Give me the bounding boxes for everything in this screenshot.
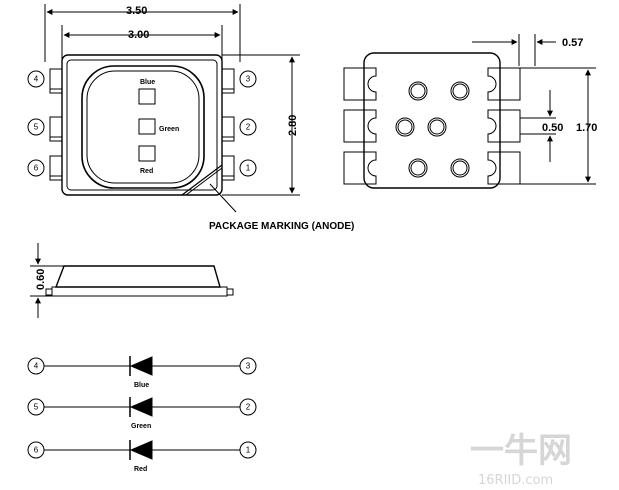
dim-pad-span: 1.70 — [576, 122, 597, 134]
side-view — [30, 243, 234, 318]
pin-label-2: 2 — [246, 123, 251, 132]
schematic-label-blue: Blue — [134, 382, 149, 389]
dim-pad-offset: 0.57 — [562, 37, 583, 49]
chip-label-green: Green — [159, 126, 179, 133]
schematic — [27, 356, 257, 460]
schematic-pin-1: 1 — [246, 446, 251, 455]
schematic-pin-5: 5 — [34, 403, 39, 412]
dim-pad-gap: 0.50 — [542, 122, 563, 134]
schematic-label-red: Red — [134, 466, 147, 473]
pin-label-3: 3 — [246, 75, 251, 84]
pin-label-4: 4 — [34, 75, 39, 84]
schematic-pin-6: 6 — [34, 446, 39, 455]
package-marking-callout: PACKAGE MARKING (ANODE) — [209, 221, 354, 232]
schematic-label-green: Green — [131, 423, 151, 430]
schematic-pin-3: 3 — [246, 362, 251, 371]
dim-thickness: 0.60 — [35, 269, 47, 290]
chip-label-blue: Blue — [140, 79, 155, 86]
pin-label-5: 5 — [34, 123, 39, 132]
dim-height: 2.80 — [287, 115, 299, 136]
watermark-logo: 一牛网 — [470, 431, 572, 471]
schematic-pin-2: 2 — [246, 403, 251, 412]
dim-inner-width: 3.00 — [128, 29, 149, 41]
pin-label-1: 1 — [246, 164, 251, 173]
chip-label-red: Red — [140, 168, 153, 175]
schematic-pin-4: 4 — [34, 362, 39, 371]
dim-outer-width: 3.50 — [126, 5, 147, 17]
top-view — [27, 4, 300, 213]
pin-label-6: 6 — [34, 164, 39, 173]
watermark-site: 16RIID.com — [478, 473, 553, 488]
bottom-view — [343, 34, 596, 189]
